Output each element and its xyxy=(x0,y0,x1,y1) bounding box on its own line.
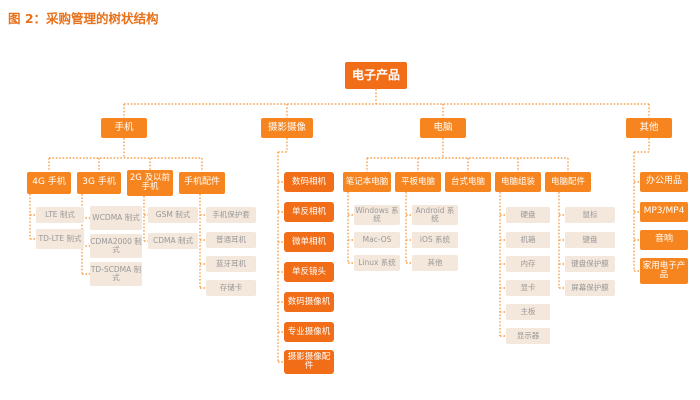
leaf-memory-card: 存储卡 xyxy=(206,280,256,296)
leaf-linux: Linux 系统 xyxy=(354,255,400,271)
leaf-office-supplies: 办公用品 xyxy=(640,172,688,192)
leaf-mouse: 鼠标 xyxy=(565,207,615,223)
leaf-windows: Windows 系统 xyxy=(354,205,400,225)
node-phone: 手机 xyxy=(101,118,147,138)
leaf-pro-camcorder: 专业摄像机 xyxy=(284,322,334,342)
leaf-wcdma: WCDMA 制式 xyxy=(90,206,142,230)
node-laptop: 笔记本电脑 xyxy=(343,172,391,192)
leaf-td-scdma: TD-SCDMA 制式 xyxy=(90,262,142,286)
node-pc-accessories: 电脑配件 xyxy=(545,172,591,192)
leaf-hdd: 硬盘 xyxy=(506,207,550,223)
leaf-ram: 内存 xyxy=(506,256,550,272)
leaf-cdma: CDMA 制式 xyxy=(148,233,198,249)
leaf-home-electronics: 家用电子产品 xyxy=(640,258,688,284)
leaf-mp3-mp4: MP3/MP4 xyxy=(640,202,688,222)
leaf-keyboard-film: 键盘保护膜 xyxy=(565,256,615,272)
leaf-case: 机箱 xyxy=(506,232,550,248)
leaf-phone-case: 手机保护套 xyxy=(206,207,256,223)
leaf-gpu: 显卡 xyxy=(506,280,550,296)
leaf-audio: 音响 xyxy=(640,230,688,250)
leaf-dslr: 单反相机 xyxy=(284,202,334,222)
figure-caption: 图 2：采购管理的树状结构 xyxy=(8,11,159,26)
node-camera: 摄影摄像 xyxy=(261,118,313,138)
leaf-monitor: 显示器 xyxy=(506,328,550,344)
leaf-tablet-other: 其他 xyxy=(412,255,458,271)
leaf-keyboard: 键盘 xyxy=(565,232,615,248)
leaf-earphone: 普通耳机 xyxy=(206,232,256,248)
leaf-digital-camera: 数码相机 xyxy=(284,172,334,192)
node-tablet: 平板电脑 xyxy=(395,172,441,192)
node-computer: 电脑 xyxy=(420,118,466,138)
leaf-gsm: GSM 制式 xyxy=(148,207,198,223)
node-2g-phone: 2G 及以前手机 xyxy=(127,170,173,196)
node-4g-phone: 4G 手机 xyxy=(27,172,71,194)
leaf-ios: iOS 系统 xyxy=(412,232,458,248)
leaf-bt-earphone: 蓝牙耳机 xyxy=(206,256,256,272)
leaf-cdma2000: CDMA2000 制式 xyxy=(90,234,142,258)
leaf-lte: LTE 制式 xyxy=(36,207,84,223)
node-3g-phone: 3G 手机 xyxy=(77,172,121,194)
leaf-dslr-lens: 单反镜头 xyxy=(284,262,334,282)
node-phone-accessories: 手机配件 xyxy=(179,172,225,194)
node-desktop: 台式电脑 xyxy=(445,172,491,192)
node-other: 其他 xyxy=(626,118,672,138)
leaf-mac-os: Mac-OS xyxy=(354,232,400,248)
leaf-camera-accessories: 摄影摄像配件 xyxy=(284,350,334,374)
leaf-mirrorless: 微单相机 xyxy=(284,232,334,252)
node-pc-assembly: 电脑组装 xyxy=(495,172,541,192)
leaf-screen-film: 屏幕保护膜 xyxy=(565,280,615,296)
leaf-camcorder: 数码摄像机 xyxy=(284,292,334,312)
leaf-td-lte: TD-LTE 制式 xyxy=(36,229,84,249)
leaf-motherboard: 主板 xyxy=(506,304,550,320)
node-root: 电子产品 xyxy=(345,62,407,89)
leaf-android: Android 系统 xyxy=(412,205,458,225)
